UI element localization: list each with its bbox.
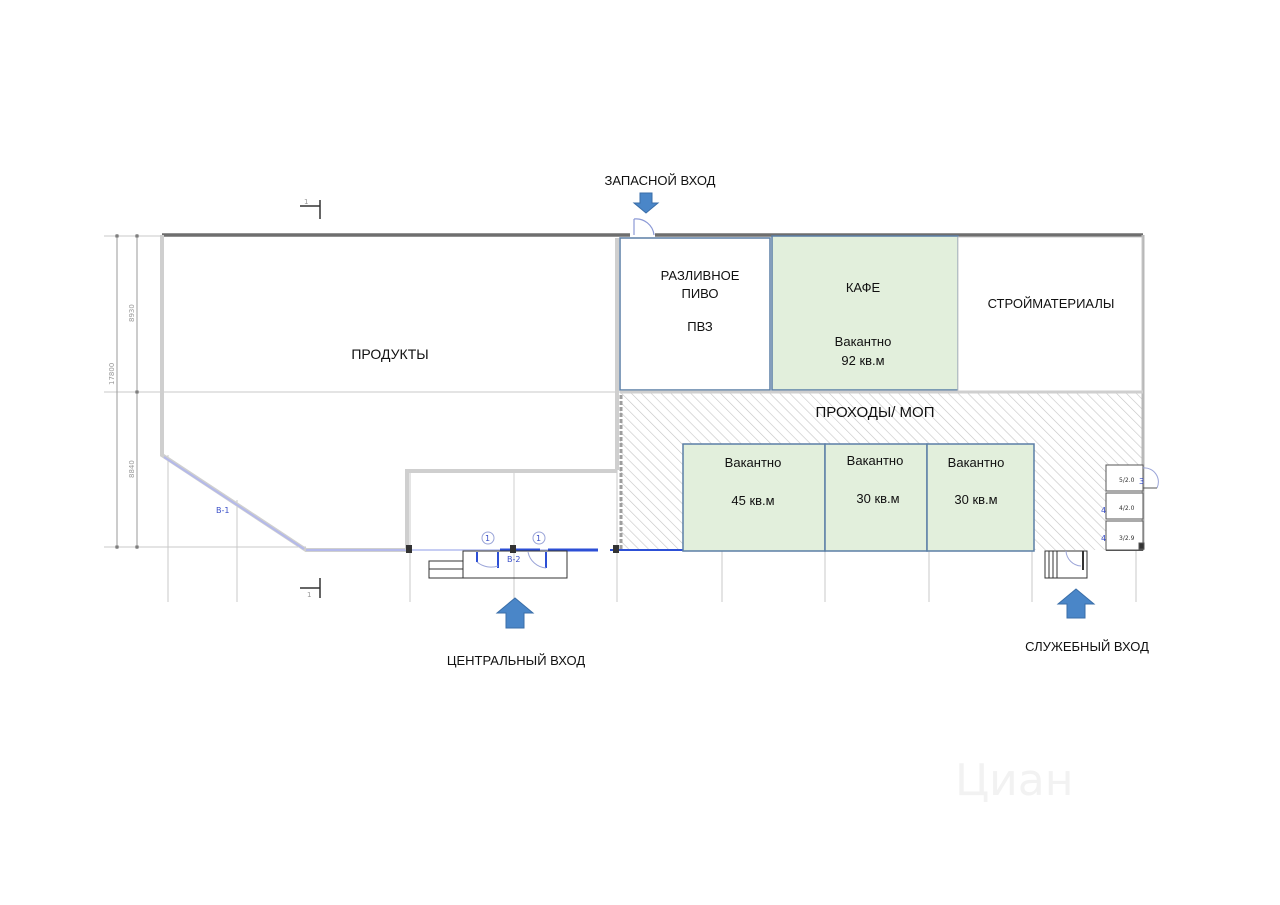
door-tag-1a-label: 1 (485, 534, 490, 543)
watermark-logo: Циан (955, 755, 1074, 806)
dim-total: 17800 (108, 363, 116, 385)
room-pivo[interactable] (619, 237, 771, 391)
arrow-reserve-entrance-icon (632, 192, 660, 214)
vacant-unit-3-status: Вакантно (947, 455, 1005, 470)
vacant-unit-1-status: Вакантно (724, 455, 782, 470)
section-marker-top (300, 200, 321, 219)
wc-area-2: 4/2.0 (1119, 505, 1135, 512)
room-pivo-line2: ПИВО (681, 286, 719, 301)
door-tag-4a: 4 (1101, 506, 1106, 515)
section-marker-top-label: 1 (304, 198, 308, 206)
reserve-door (633, 218, 655, 236)
room-stroy[interactable] (957, 236, 1143, 392)
service-stairs (1044, 550, 1088, 579)
door-tag-1b-label: 1 (536, 534, 541, 543)
vacant-unit-2-area: 30 кв.м (856, 491, 900, 506)
vacant-unit-3[interactable] (926, 443, 1035, 552)
vacant-unit-1-area: 45 кв.м (731, 493, 775, 508)
room-pivo-line3: ПВЗ (687, 319, 713, 334)
arrow-service-entrance-icon (1056, 588, 1096, 619)
vacant-unit-1[interactable] (682, 443, 826, 552)
window-tag-b2: В-2 (507, 555, 520, 564)
room-pivo-line1: РАЗЛИВНОЕ (660, 268, 740, 283)
room-kafe-area: 92 кв.м (841, 353, 885, 368)
section-marker-bottom (300, 578, 321, 598)
central-entrance-label: ЦЕНТРАЛЬНЫЙ ВХОД (446, 653, 586, 668)
room-kafe-status: Вакантно (834, 334, 892, 349)
exterior-walls (160, 233, 1145, 552)
service-rooms (1105, 464, 1159, 551)
vacant-unit-2-status: Вакантно (846, 453, 904, 468)
wc-area-3: 3/2.9 (1119, 535, 1135, 542)
entrance-vestibule (428, 550, 568, 579)
room-kafe[interactable] (771, 235, 959, 391)
door-tag-4b: 4 (1101, 534, 1106, 543)
vacant-unit-2[interactable] (824, 443, 928, 552)
window-tag-b1: В-1 (216, 506, 229, 515)
room-kafe-name: КАФЕ (845, 280, 881, 295)
room-produkty-label: ПРОДУКТЫ (351, 346, 429, 362)
dim-lower: 8840 (128, 460, 136, 478)
door-tag-1a (481, 531, 495, 545)
service-entrance-label: СЛУЖЕБНЫЙ ВХОД (1025, 639, 1149, 654)
door-tag-3: 3 (1139, 477, 1144, 486)
dim-upper: 8930 (128, 304, 136, 322)
door-tag-1b (532, 531, 546, 545)
room-mop-name: ПРОХОДЫ/ МОП (815, 404, 935, 421)
section-marker-bottom-label: 1 (307, 591, 311, 599)
room-stroy-name: СТРОЙМАТЕРИАЛЫ (987, 296, 1115, 311)
vacant-unit-3-area: 30 кв.м (954, 492, 998, 507)
wc-area-1: 5/2.0 (1119, 477, 1135, 484)
arrow-central-entrance-icon (495, 597, 535, 629)
reserve-entrance-label: ЗАПАСНОЙ ВХОД (604, 173, 716, 188)
dimension-chain (115, 234, 139, 549)
